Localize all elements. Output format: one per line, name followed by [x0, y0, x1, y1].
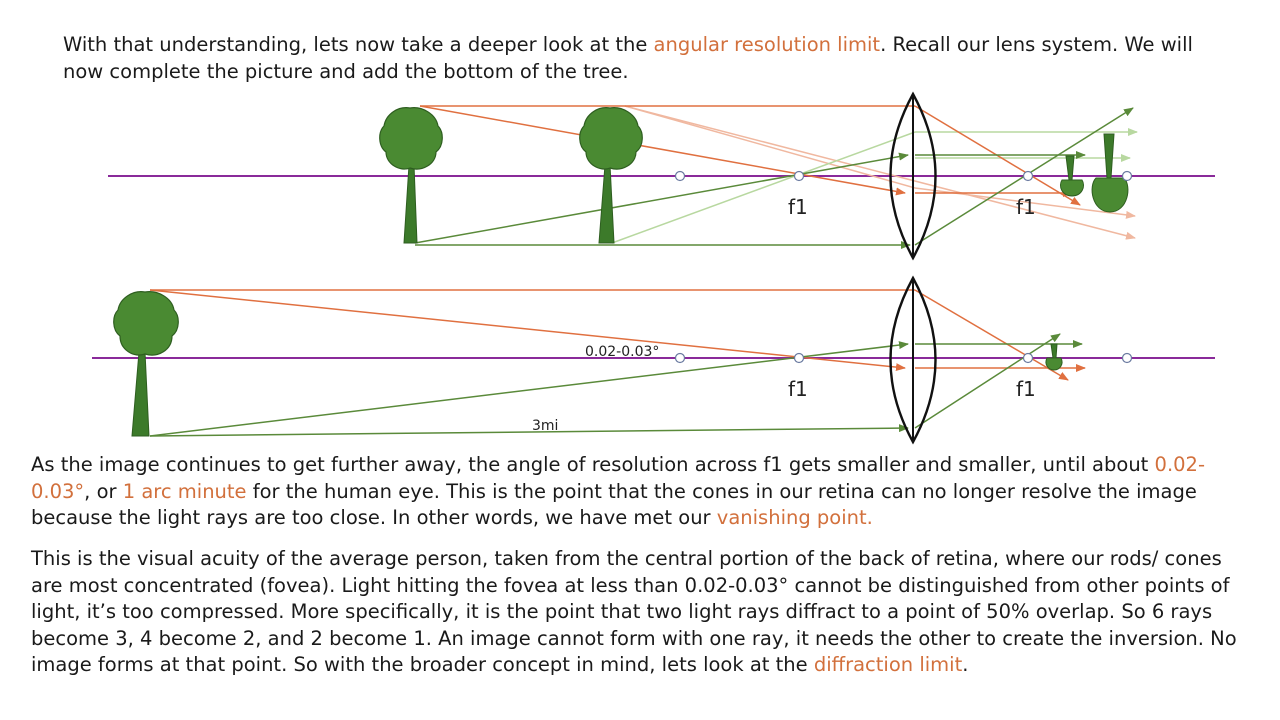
top-image-small — [1059, 155, 1085, 197]
top-tree-object-near — [379, 107, 443, 244]
top-focal-points — [674, 170, 1133, 182]
caption-highlight-vanishing-point: vanishing point. — [716, 506, 873, 529]
bottom-focal-label-left: f1 — [788, 377, 808, 401]
caption-text-2: , or — [84, 479, 123, 503]
intro-highlight-angular-resolution: angular resolution limit — [653, 33, 881, 56]
caption-highlight-angle: 0.02-0.03° — [31, 453, 1205, 503]
bottom-image-tiny — [1045, 343, 1063, 371]
caption-text-1: As the image continues to get further aw… — [31, 453, 1155, 476]
caption-highlight-arc-minute: 1 arc minute — [122, 479, 247, 503]
bottom-focal-label-right: f1 — [1016, 377, 1036, 401]
top-faded-rays — [611, 105, 1138, 244]
top-focal-label-right: f1 — [1016, 195, 1036, 219]
bottom-lens-diagram: 0.02-0.03° f1 f1 3mi — [92, 275, 1215, 445]
top-focal-label-left: f1 — [788, 195, 808, 219]
acuity-text-2: . — [962, 653, 969, 676]
top-tree-object-far — [579, 107, 643, 244]
bottom-lens — [889, 275, 937, 445]
bottom-focal-points — [674, 352, 1133, 364]
acuity-paragraph: This is the visual acuity of the average… — [31, 546, 1256, 679]
top-orange-rays — [419, 105, 1081, 206]
top-lens-diagram: f1 f1 — [108, 91, 1215, 261]
lens-diagram: f1 f1 — [92, 91, 1215, 445]
top-image-large — [1091, 133, 1129, 213]
caption-text-3: for the human eye. This is the point tha… — [31, 479, 1197, 530]
bottom-green-rays — [149, 333, 1083, 437]
bottom-tree-object — [113, 291, 179, 437]
caption-paragraph: As the image continues to get further aw… — [31, 452, 1256, 532]
intro-paragraph: With that understanding, lets now take a… — [63, 32, 1213, 85]
intro-text-2: . Recall our lens system. We will now co… — [63, 33, 1193, 83]
bottom-distance-label: 3mi — [532, 418, 558, 434]
bottom-angle-label: 0.02-0.03° — [585, 344, 659, 360]
acuity-highlight-diffraction-limit: diffraction limit — [813, 653, 963, 676]
intro-text-1: With that understanding, lets now take a… — [63, 33, 654, 56]
top-lens — [889, 91, 937, 261]
acuity-text-1: This is the visual acuity of the average… — [31, 547, 1237, 676]
bottom-orange-rays — [149, 289, 1086, 381]
